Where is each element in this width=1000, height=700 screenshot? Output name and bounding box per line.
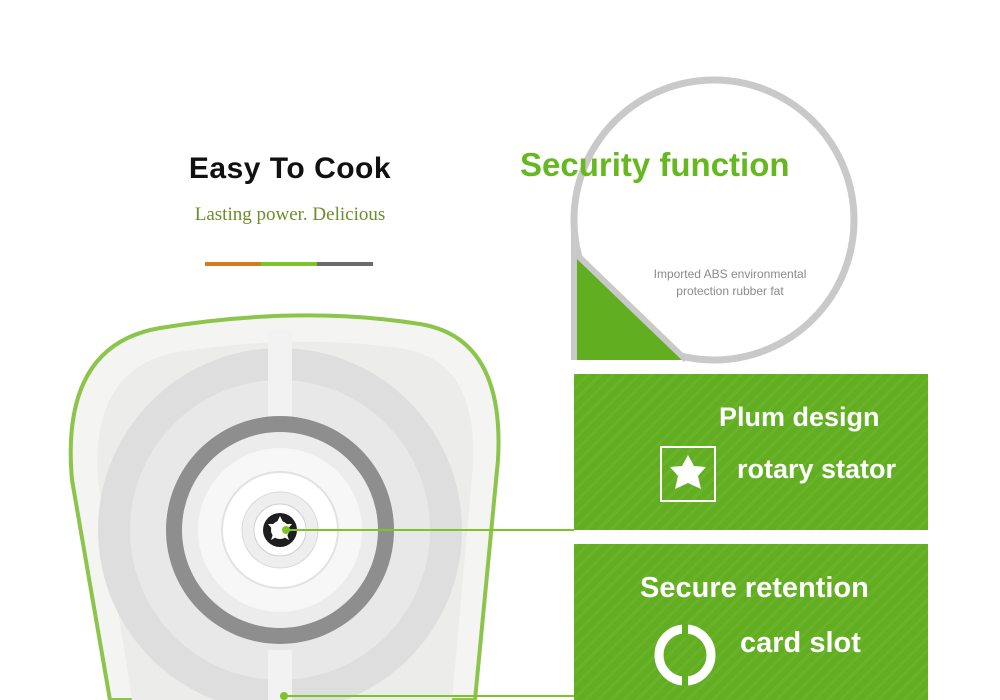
security-function-title: Security function bbox=[520, 146, 790, 183]
callout-dot-stator bbox=[282, 526, 290, 534]
caption-line-1: Imported ABS environmental bbox=[653, 267, 807, 281]
abs-material-caption: Imported ABS environmental protection ru… bbox=[610, 266, 850, 300]
secure-retention-label: Secure retention bbox=[640, 572, 869, 604]
plum-design-label: Plum design bbox=[719, 402, 880, 432]
plum-star-icon bbox=[660, 446, 716, 502]
easy-to-cook-title: Easy To Cook bbox=[188, 152, 392, 185]
plum-design-panel: Plum design rotary stator bbox=[574, 374, 928, 530]
retention-ring-icon bbox=[654, 624, 716, 686]
security-ring-graphic bbox=[560, 76, 858, 370]
caption-line-2: protection rubber fat bbox=[676, 284, 784, 298]
divider-green bbox=[261, 262, 317, 266]
center-groove-bottom bbox=[268, 650, 292, 700]
callout-dot-slot bbox=[280, 692, 288, 700]
rotary-stator-gear bbox=[263, 513, 297, 547]
lasting-power-subtitle: Lasting power. Delicious bbox=[194, 204, 386, 225]
secure-retention-panel: Secure retention card slot bbox=[574, 544, 928, 700]
rotary-stator-label: rotary stator bbox=[737, 454, 897, 484]
divider-grey bbox=[317, 262, 373, 266]
ring-diagonal-line bbox=[571, 249, 689, 363]
divider-orange bbox=[205, 262, 261, 266]
card-slot-label: card slot bbox=[740, 627, 861, 659]
